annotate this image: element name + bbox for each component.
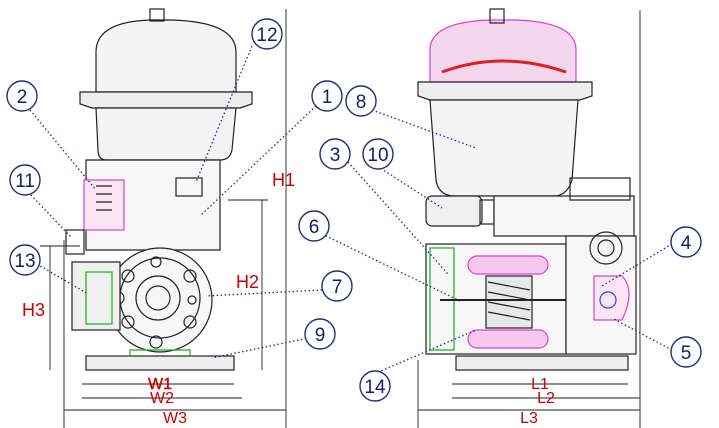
dim-w1: W1 xyxy=(148,376,172,393)
front-top-nut xyxy=(175,177,203,197)
front-switch-spring xyxy=(96,185,112,211)
side-base xyxy=(455,355,629,371)
front-tank xyxy=(95,19,237,93)
side-tank-valve xyxy=(489,8,505,24)
callout-14-label: 14 xyxy=(364,377,386,398)
callout-10-label: 10 xyxy=(367,145,388,166)
side-rotor-lines xyxy=(487,281,531,321)
side-winding-top xyxy=(467,255,549,275)
callout-8: 8 xyxy=(345,85,377,117)
callout-4-label: 4 xyxy=(681,233,692,254)
callout-3: 3 xyxy=(319,138,351,170)
side-check-valve xyxy=(425,195,483,227)
callout-4: 4 xyxy=(670,226,702,258)
side-seal-core xyxy=(599,291,617,309)
front-base xyxy=(85,355,235,371)
callout-6-label: 6 xyxy=(309,217,320,238)
dim-w2: W2 xyxy=(150,390,174,407)
callout-1: 1 xyxy=(311,80,343,112)
side-tank-band xyxy=(441,59,567,74)
dim-w3: W3 xyxy=(163,410,187,427)
front-dimension-lines xyxy=(40,9,287,428)
front-flange-bolts xyxy=(111,256,197,349)
side-cup xyxy=(429,99,579,197)
callout-13: 13 xyxy=(9,244,41,276)
side-dimension-lines xyxy=(417,10,641,428)
callout-5-label: 5 xyxy=(681,343,692,364)
leader-lines xyxy=(27,45,673,375)
callout-1-label: 1 xyxy=(322,87,333,108)
dim-h3: H3 xyxy=(22,300,45,320)
side-tank-cap xyxy=(429,19,577,83)
dim-h1: H1 xyxy=(272,170,295,190)
front-junction-inner xyxy=(85,271,113,325)
callout-3-label: 3 xyxy=(330,145,341,166)
callout-2-label: 2 xyxy=(17,87,28,108)
front-volute-hub xyxy=(135,275,181,321)
callout-8-label: 8 xyxy=(356,92,367,113)
side-view xyxy=(417,8,637,371)
side-collar xyxy=(417,81,593,101)
callout-12: 12 xyxy=(251,18,283,50)
front-base-feet xyxy=(129,349,191,356)
callout-12-label: 12 xyxy=(256,25,277,46)
dim-l2: L2 xyxy=(537,390,555,407)
front-pressure-switch xyxy=(83,179,125,231)
side-housing-top xyxy=(493,195,635,237)
callout-2: 2 xyxy=(6,80,38,112)
callout-9: 9 xyxy=(304,318,336,350)
callout-10: 10 xyxy=(362,138,394,170)
side-winding-bottom xyxy=(467,329,549,349)
front-view xyxy=(65,8,253,371)
side-outlet-flange xyxy=(589,231,623,265)
front-volute-inlet xyxy=(145,285,171,311)
callout-11-label: 11 xyxy=(15,171,35,192)
callout-5: 5 xyxy=(670,336,702,368)
front-collar xyxy=(79,91,253,109)
side-outlet-bore xyxy=(597,239,615,257)
front-side-fitting xyxy=(65,229,85,255)
side-housing-boss xyxy=(569,177,631,201)
callout-markers: 1 2 3 4 5 6 7 8 xyxy=(6,18,702,402)
dimension-labels: H1 H2 H3 W1 W2 W3 L1 L2 L3 xyxy=(22,170,555,427)
callout-14: 14 xyxy=(359,370,391,402)
callout-7-label: 7 xyxy=(332,277,343,298)
side-seal xyxy=(593,275,630,321)
front-tank-valve xyxy=(149,8,165,22)
callout-9-label: 9 xyxy=(315,325,326,346)
callout-13-label: 13 xyxy=(14,251,35,272)
dim-h2: H2 xyxy=(236,272,259,292)
dim-l3: L3 xyxy=(520,410,538,427)
front-cup xyxy=(95,107,237,161)
callout-7: 7 xyxy=(321,270,353,302)
dim-l1: L1 xyxy=(531,376,549,393)
callout-6: 6 xyxy=(298,210,330,242)
callout-11: 11 xyxy=(9,164,41,196)
side-rotor xyxy=(485,275,533,329)
